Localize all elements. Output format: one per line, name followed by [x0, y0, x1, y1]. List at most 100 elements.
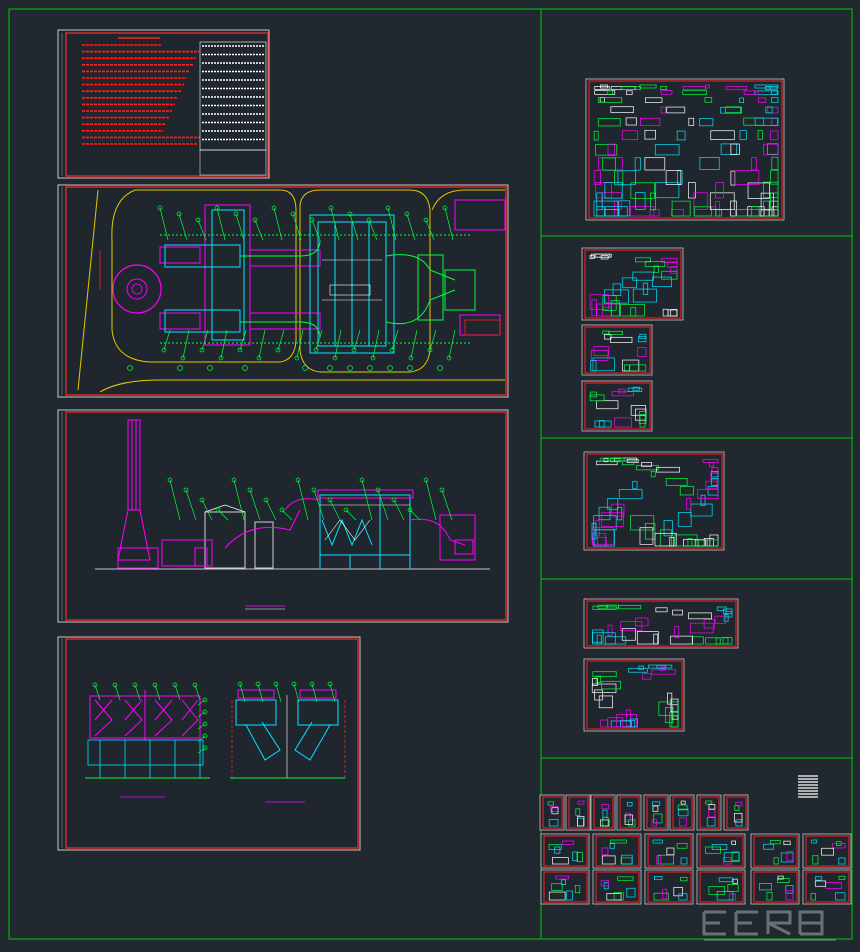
- leader-bubble: [327, 497, 333, 503]
- detail-sheet: [750, 833, 800, 869]
- leader-line: [216, 207, 226, 241]
- leader-line: [329, 683, 336, 703]
- leader-bubble: [202, 733, 208, 739]
- leader-bubble: [172, 682, 178, 688]
- leader-line: [275, 683, 282, 703]
- leader-line: [201, 329, 209, 351]
- leader-line: [448, 329, 456, 359]
- detail-sheet: [643, 794, 669, 831]
- leader-line: [330, 207, 340, 241]
- leader-line: [163, 329, 171, 351]
- detail-sheet: [583, 451, 725, 551]
- leader-bubble: [366, 217, 372, 223]
- leader-line: [406, 213, 416, 241]
- leader-line: [429, 329, 437, 351]
- detail-sheet: [540, 833, 590, 869]
- leader-bubble: [439, 487, 445, 493]
- leader-bubble: [152, 682, 158, 688]
- detail-sheets-column: [539, 78, 852, 905]
- leader-line: [334, 329, 342, 359]
- leader-bubble: [180, 355, 186, 361]
- leader-line: [410, 329, 418, 359]
- outer-frame: [8, 8, 853, 940]
- leader-line: [277, 329, 285, 351]
- leader-bubble: [347, 211, 353, 217]
- leader-line: [377, 489, 389, 521]
- sheet-sections[interactable]: [57, 636, 361, 851]
- leader-line: [134, 684, 141, 701]
- layout-frames: [8, 8, 853, 940]
- leader-line: [197, 735, 206, 742]
- leader-bubble: [309, 681, 315, 687]
- leader-bubble: [442, 205, 448, 211]
- leader-bubble: [237, 347, 243, 353]
- detail-sheet: [696, 869, 746, 905]
- leader-bubble: [423, 477, 429, 483]
- leader-line: [265, 499, 277, 521]
- leader-line: [293, 683, 300, 703]
- leader-bubble: [247, 487, 253, 493]
- leader-bubble: [332, 355, 338, 361]
- leader-line: [393, 499, 405, 521]
- leader-line: [254, 219, 264, 241]
- leader-bubble: [375, 487, 381, 493]
- sheet-notes[interactable]: [57, 29, 270, 179]
- leader-bubble: [252, 217, 258, 223]
- leader-bubble: [192, 682, 198, 688]
- leader-bubble: [161, 347, 167, 353]
- leader-line: [197, 219, 207, 241]
- detail-sheet: [802, 833, 852, 869]
- leader-bubble: [389, 347, 395, 353]
- leader-line: [194, 684, 201, 701]
- axis-bubble: [207, 365, 213, 371]
- leader-line: [311, 219, 321, 241]
- leader-line: [313, 489, 325, 521]
- leader-bubble: [423, 217, 429, 223]
- leader-bubble: [157, 205, 163, 211]
- leader-bubble: [202, 697, 208, 703]
- sheet-plan[interactable]: [57, 184, 509, 398]
- detail-sheet: [592, 869, 642, 905]
- leader-line: [178, 213, 188, 241]
- leader-bubble: [391, 497, 397, 503]
- notes-table-rows: [202, 45, 264, 141]
- detail-sheet: [581, 247, 684, 321]
- leader-line: [329, 499, 341, 521]
- leader-bubble: [202, 721, 208, 727]
- axis-bubble: [127, 365, 133, 371]
- axis-bubble: [367, 365, 373, 371]
- leader-line: [292, 213, 302, 241]
- leader-bubble: [202, 745, 208, 751]
- leader-line: [185, 489, 197, 521]
- leader-line: [197, 699, 206, 706]
- leader-bubble: [290, 211, 296, 217]
- axis-bubble: [387, 365, 393, 371]
- leader-line: [311, 683, 318, 703]
- sheet-elevation[interactable]: [57, 409, 509, 623]
- leader-bubble: [271, 205, 277, 211]
- leader-bubble: [273, 681, 279, 687]
- leader-bubble: [202, 709, 208, 715]
- leader-bubble: [215, 507, 221, 513]
- leader-bubble: [343, 507, 349, 513]
- axis-bubble: [242, 365, 248, 371]
- leader-line: [441, 489, 453, 521]
- leader-bubble: [446, 355, 452, 361]
- leader-line: [353, 329, 361, 351]
- leader-bubble: [195, 217, 201, 223]
- leader-bubble: [313, 347, 319, 353]
- leader-bubble: [407, 507, 413, 513]
- detail-sheet: [669, 794, 695, 831]
- detail-sheet: [581, 380, 653, 432]
- axis-bubble: [347, 365, 353, 371]
- detail-sheet: [583, 658, 685, 732]
- detail-sheet: [540, 869, 590, 905]
- leader-bubble: [132, 682, 138, 688]
- leader-bubble: [351, 347, 357, 353]
- leader-line: [345, 509, 357, 521]
- detail-sheet: [592, 833, 642, 869]
- leader-line: [273, 207, 283, 241]
- detail-sheet: [723, 794, 749, 831]
